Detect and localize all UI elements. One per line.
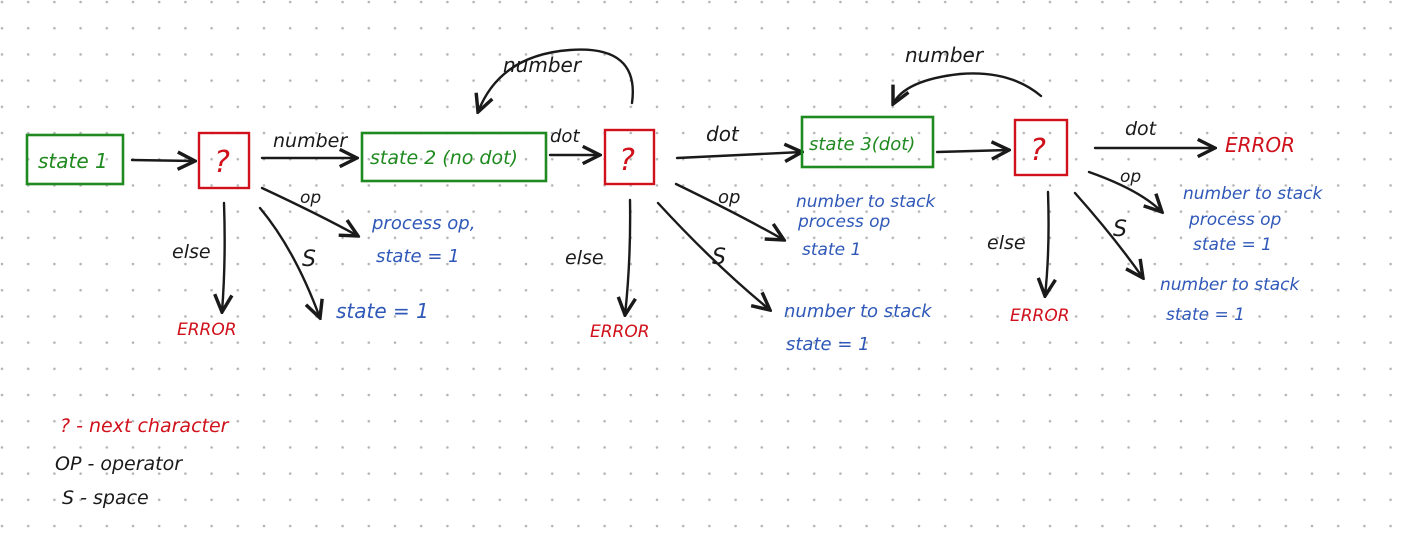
- label-s-2: S: [712, 245, 726, 270]
- arrow-decision2-op: [674, 182, 784, 240]
- legend: ? - next character OP - operator S - spa…: [55, 415, 230, 509]
- decision1-symbol: ?: [214, 145, 230, 180]
- label-op-3: op: [1120, 167, 1141, 187]
- arrow-decision2-else: [625, 198, 630, 315]
- arrow-decision1-else: [222, 201, 225, 312]
- action-state-1: state 1: [802, 240, 861, 260]
- state2-node: state 2 (no dot): [360, 131, 548, 183]
- decision2-symbol: ?: [619, 143, 635, 178]
- arrow-decision3-else: [1045, 190, 1049, 296]
- label-number-1: number: [273, 130, 348, 152]
- label-op-2: op: [718, 187, 740, 208]
- arrow-decision3-op: [1087, 170, 1162, 212]
- arrow-loop-number-state3: [893, 72, 1043, 104]
- action-process-op-1: process op,: [371, 213, 475, 234]
- legend-operator: OP - operator: [55, 453, 183, 475]
- action-number-to-stack-4: number to stack: [1160, 275, 1301, 295]
- action-state-eq-1-d: state = 1: [1193, 235, 1272, 255]
- label-s-3: S: [1113, 217, 1127, 242]
- error-1: ERROR: [177, 320, 237, 340]
- label-number-loop-1: number: [503, 53, 583, 77]
- label-number-loop-2: number: [905, 43, 985, 67]
- action-state-eq-1-a: state = 1: [376, 246, 460, 267]
- arrow-decision1-space: [258, 206, 320, 318]
- arrow-state3-to-decision3: [935, 150, 1009, 152]
- label-s-1: S: [302, 247, 316, 272]
- action-number-to-stack-1: number to stack: [784, 301, 933, 322]
- label-else-3: else: [987, 232, 1026, 254]
- action-number-to-stack-3: number to stack: [1183, 184, 1324, 204]
- arrow-decision1-op: [260, 186, 358, 236]
- action-state-eq-1-b: state = 1: [336, 299, 429, 323]
- arrow-state1-to-decision1: [130, 160, 195, 161]
- arrow-loop-number-state2: [478, 48, 635, 112]
- action-process-op-3: process op: [1188, 210, 1282, 230]
- state2-label: state 2 (no dot): [370, 147, 518, 169]
- arrow-decision3-space: [1073, 191, 1143, 278]
- legend-next-character: ? - next character: [60, 415, 230, 437]
- action-state-eq-1-c: state = 1: [786, 334, 870, 355]
- label-else-1: else: [172, 241, 211, 263]
- arrow-decision2-dot: [675, 152, 802, 158]
- state3-label: state 3(dot): [809, 134, 915, 155]
- label-dot-2: dot: [706, 122, 740, 146]
- state1-node: state 1: [25, 133, 125, 186]
- decision3-node: ?: [1013, 118, 1069, 177]
- error-dot: ERROR: [1225, 133, 1295, 157]
- label-dot-3: dot: [1125, 118, 1158, 140]
- action-state-eq-1-e: state = 1: [1166, 305, 1245, 325]
- arrow-decision2-space: [656, 201, 770, 310]
- label-dot-1: dot: [550, 126, 580, 147]
- state1-label: state 1: [38, 149, 108, 173]
- label-else-2: else: [565, 247, 604, 269]
- decision2-node: ?: [603, 128, 656, 186]
- label-op-1: op: [300, 188, 321, 208]
- state3-node: state 3(dot): [800, 115, 935, 169]
- error-3: ERROR: [1010, 306, 1070, 326]
- action-process-op-2: process op: [797, 212, 891, 232]
- decision3-symbol: ?: [1030, 133, 1046, 168]
- legend-space: S - space: [62, 487, 149, 509]
- action-number-to-stack-2: number to stack: [796, 192, 937, 212]
- error-2: ERROR: [590, 322, 650, 342]
- decision1-node: ?: [197, 131, 251, 190]
